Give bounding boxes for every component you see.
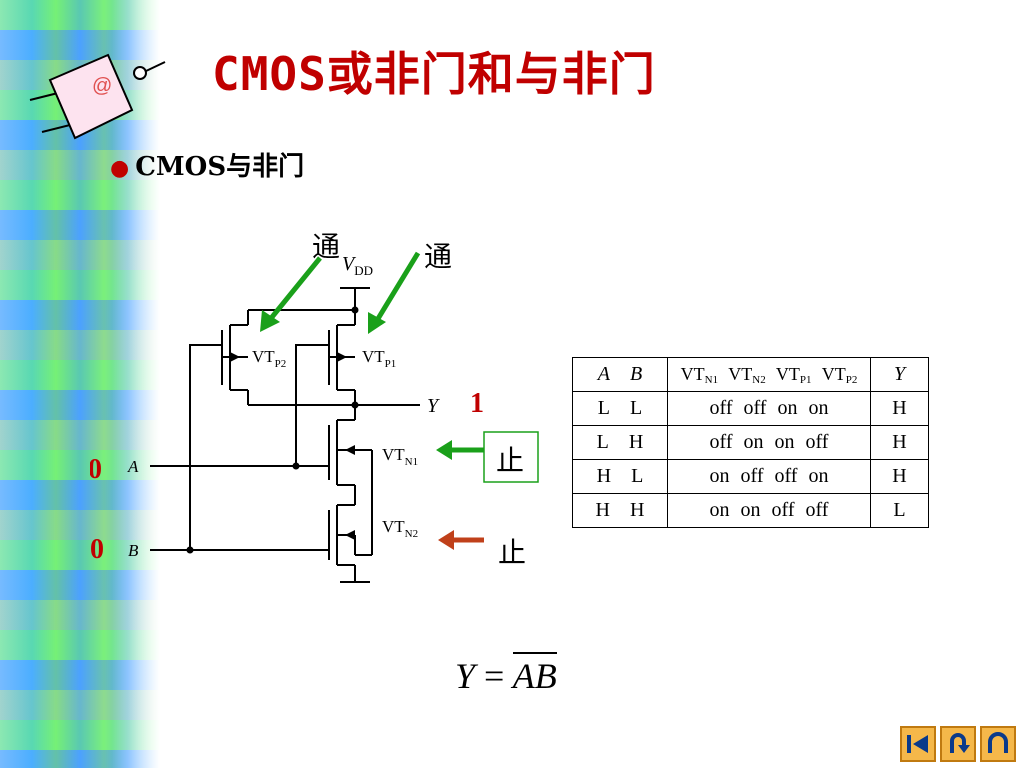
table-header-row: A B VTN1 VTN2 VTP1 VTP2 Y [572, 357, 929, 392]
input-a-label: A [127, 457, 139, 476]
svg-text:VDD: VDD [342, 253, 373, 278]
table-row: L L off off on on H [572, 391, 929, 426]
input-a-value: 0 [90, 454, 102, 485]
vtp2-subscript: P2 [275, 358, 287, 370]
svg-text:VTP1: VTP1 [362, 347, 396, 370]
logo-gate-icon: @ [29, 53, 166, 140]
svg-text:VTN2: VTN2 [382, 517, 418, 540]
table-row: H L on off off on H [572, 459, 929, 494]
state-label-on-right: 通 [424, 240, 452, 273]
vtp1-subscript: P1 [385, 358, 397, 370]
bullet-text: CMOS与非门 [135, 152, 305, 182]
output-y-value: 1 [470, 388, 484, 419]
return-icon [950, 733, 970, 753]
svg-text:VTP2: VTP2 [252, 347, 286, 370]
logo-text: @ [92, 75, 112, 97]
page-title: CMOS或非门和与非门 [212, 47, 656, 101]
vtn1-label: VT [382, 445, 405, 464]
state-label-off-top: 止 [496, 444, 524, 477]
table-row: H H on on off off L [572, 493, 929, 528]
return-button[interactable] [940, 726, 976, 762]
formula-lhs: Y [455, 656, 476, 696]
output-y-label: Y [427, 395, 440, 417]
formula-equals: = [484, 656, 505, 696]
back-icon [907, 735, 928, 753]
vtp2-label: VT [252, 347, 275, 366]
back-button[interactable] [900, 726, 936, 762]
truth-table: A B VTN1 VTN2 VTP1 VTP2 Y L L off off on… [572, 357, 929, 528]
slide-navigation [900, 726, 1016, 762]
vtn2-subscript: N2 [405, 528, 418, 540]
input-b-value: 0 [90, 534, 104, 565]
home-icon [988, 732, 1008, 753]
formula-rhs: AB [512, 652, 557, 696]
nand-circuit-diagram: VDD VTP2 VTP1 VTN1 VTN2 Y A B 0 0 1 通 通 … [90, 230, 539, 583]
vtn1-subscript: N1 [405, 456, 418, 468]
vtn2-label: VT [382, 517, 405, 536]
bullet-item: ●CMOS与非门 [110, 146, 304, 183]
svg-text:VTN1: VTN1 [382, 445, 418, 468]
home-button[interactable] [980, 726, 1016, 762]
header-states: VTN1 VTN2 VTP1 VTP2 [667, 357, 871, 392]
input-b-label: B [128, 541, 139, 560]
vdd-subscript: DD [354, 263, 373, 278]
state-label-off-bottom: 止 [498, 536, 526, 569]
header-ab: A B [572, 357, 668, 392]
vdd-label: V [342, 253, 357, 275]
bullet-dot-icon: ● [110, 155, 130, 181]
table-row: L H off on on off H [572, 425, 929, 460]
state-label-on-left: 通 [312, 230, 340, 263]
vtp1-label: VT [362, 347, 385, 366]
header-y: Y [870, 357, 929, 392]
nand-formula: Y = AB [455, 652, 557, 697]
